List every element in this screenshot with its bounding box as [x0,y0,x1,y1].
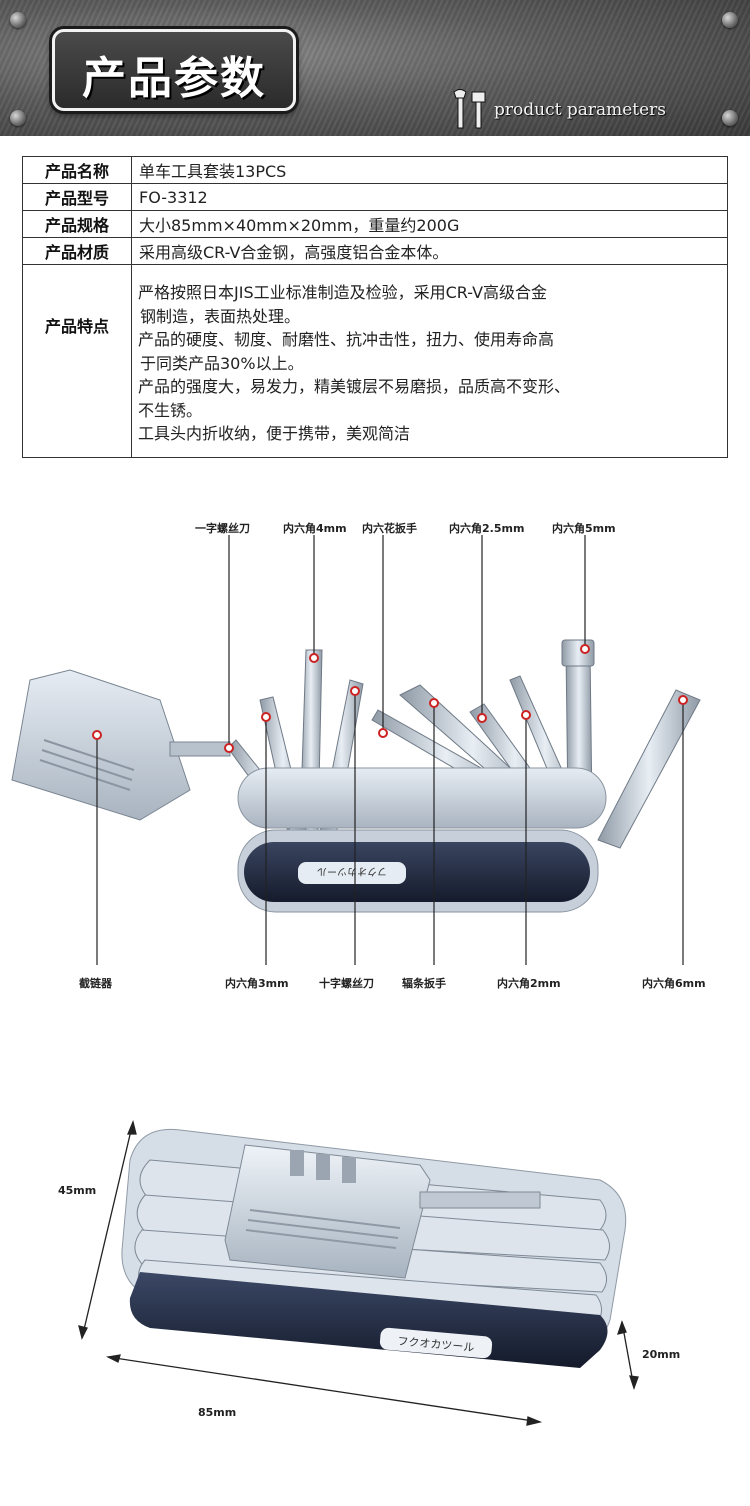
label-hex-6mm: 内六角6mm [642,977,706,990]
spec-value: FO-3312 [131,183,728,211]
rivet-icon [722,110,738,126]
label-phillips-screwdriver: 十字螺丝刀 [319,977,374,990]
wrench-screwdriver-icon [453,89,486,129]
spec-value: 单车工具套装13PCS [131,156,728,184]
spec-feature-list: 严格按照日本JIS工业标准制造及检验，采用CR-V高级合金 钢制造，表面热处理。… [131,264,728,458]
marker-dot [309,653,319,663]
tool-body: フクオカツール [237,767,607,913]
rivet-icon [722,12,738,28]
header-banner: 产品参数 product parameters [0,0,750,136]
label-torx-wrench: 内六花扳手 [362,522,417,535]
spec-key: 产品材质 [22,237,132,265]
marker-dot [678,695,688,705]
marker-dot [580,644,590,654]
rivet-icon [10,110,26,126]
spec-key: 产品名称 [22,156,132,184]
marker-dot [521,710,531,720]
marker-dot [477,713,487,723]
label-flat-screwdriver: 一字螺丝刀 [195,522,250,535]
dimension-depth: 20mm [642,1348,681,1361]
table-row: 产品规格 大小85mm×40mm×20mm，重量约200G [22,210,728,238]
spec-key: 产品特点 [22,264,132,458]
label-hex-3mm: 内六角3mm [225,977,289,990]
label-spoke-wrench: 辐条扳手 [402,977,446,990]
label-chain-breaker: 截链器 [79,977,112,990]
dimension-figure: フクオカツール [78,1119,639,1426]
title-plate: 产品参数 [52,29,296,111]
dimension-length: 85mm [198,1406,237,1419]
page-title: 产品参数 [82,53,266,104]
feature-line: 产品的硬度、韧度、耐磨性、抗冲击性，扭力、使用寿命高 [138,330,555,349]
marker-dot [261,712,271,722]
spec-value: 大小85mm×40mm×20mm，重量约200G [131,210,728,238]
marker-dot [350,686,360,696]
marker-dot [92,730,102,740]
feature-line: 产品的强度大，易发力，精美镀层不易磨损，品质高不变形、 [138,377,571,396]
dimension-height: 45mm [58,1184,97,1197]
spec-key: 产品规格 [22,210,132,238]
label-hex-5mm: 内六角5mm [552,522,616,535]
feature-line: 工具头内折收纳，便于携带，美观简洁 [138,424,411,443]
marker-dot [378,728,388,738]
marker-dot [224,743,234,753]
marker-dots [92,644,688,753]
body-brand-text: フクオカツール [317,865,387,877]
table-row: 产品特点 严格按照日本JIS工业标准制造及检验，采用CR-V高级合金 钢制造，表… [22,264,728,458]
marker-dot [429,698,439,708]
chain-breaker [11,669,231,821]
dimension-arrows [78,1119,639,1426]
label-hex-2mm: 内六角2mm [497,977,561,990]
table-row: 产品型号 FO-3312 [22,183,728,211]
leader-lines [96,535,684,965]
page-subtitle: product parameters [494,100,667,120]
rivet-icon [10,12,26,28]
feature-line: 严格按照日本JIS工业标准制造及检验，采用CR-V高级合金 [138,283,548,302]
table-row: 产品材质 采用高级CR-V合金钢，高强度铝合金本体。 [22,237,728,265]
spec-table: 产品名称 单车工具套装13PCS 产品型号 FO-3312 产品规格 大小85m… [22,156,728,458]
spec-key: 产品型号 [22,183,132,211]
table-row: 产品名称 单车工具套装13PCS [22,156,728,184]
feature-line: 不生锈。 [138,400,203,420]
feature-line: 于同类产品30%以上。 [140,353,304,373]
tool-diagram: フクオカツール [11,535,701,965]
feature-line: 钢制造，表面热处理。 [140,306,301,326]
label-hex-2-5mm: 内六角2.5mm [449,522,525,535]
label-hex-4mm: 内六角4mm [283,522,347,535]
spec-value: 采用高级CR-V合金钢，高强度铝合金本体。 [131,237,728,265]
